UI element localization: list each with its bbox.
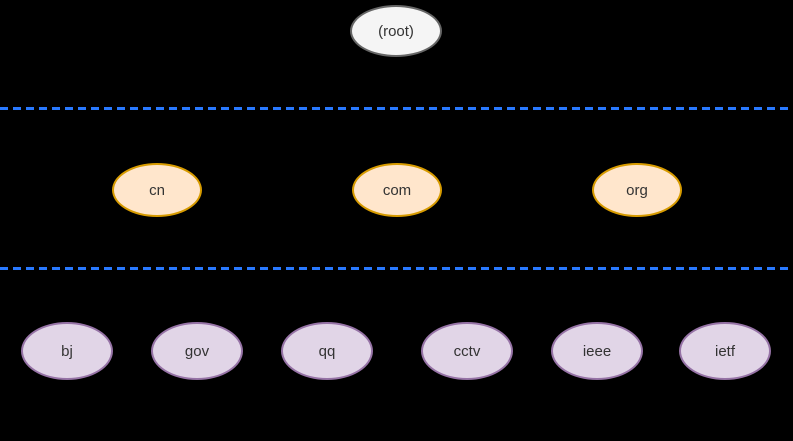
node-bj: bj: [21, 322, 113, 380]
node-com-label: com: [382, 181, 412, 199]
node-org-label: org: [626, 181, 648, 199]
node-cctv-label: cctv: [453, 342, 481, 360]
node-ieee-label: ieee: [582, 342, 612, 360]
node-gov-label: gov: [184, 342, 210, 360]
node-ietf: ietf: [679, 322, 771, 380]
node-cn-label: cn: [149, 181, 165, 199]
node-ieee: ieee: [551, 322, 643, 380]
node-cn: cn: [112, 163, 202, 217]
node-gov: gov: [151, 322, 243, 380]
node-org: org: [592, 163, 682, 217]
level-divider-1: [0, 107, 793, 110]
node-bj-label: bj: [61, 342, 73, 360]
node-root: (root): [350, 5, 442, 57]
level-divider-2: [0, 267, 793, 270]
node-cctv: cctv: [421, 322, 513, 380]
node-qq-label: qq: [318, 342, 336, 360]
node-ietf-label: ietf: [714, 342, 735, 360]
node-root-label: (root): [378, 22, 414, 40]
node-qq: qq: [281, 322, 373, 380]
node-com: com: [352, 163, 442, 217]
